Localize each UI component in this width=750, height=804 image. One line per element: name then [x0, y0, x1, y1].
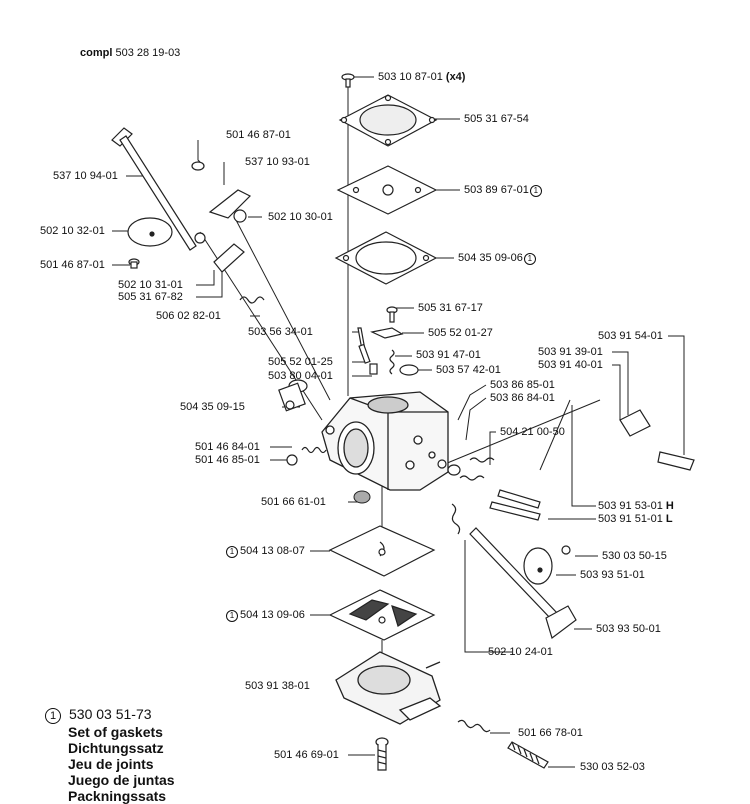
label-limiter-cap: 503 91 54-01: [598, 330, 663, 342]
label-screw-top: 501 46 87-01: [226, 129, 291, 141]
assembly-title: compl 503 28 19-03: [80, 47, 180, 59]
label-spring-metering: 503 91 47-01: [416, 349, 481, 361]
label-filter-screen: 501 66 61-01: [261, 496, 326, 508]
label-choke-plate: 503 93 51-01: [580, 569, 645, 581]
label-seal-b: 503 86 84-01: [490, 392, 555, 404]
label-idle-screw: 530 03 52-03: [580, 761, 645, 773]
label-choke-shaft: 502 10 24-01: [488, 646, 553, 658]
label-body-ref: 503 80 04-01: [268, 370, 333, 382]
label-ball: 501 46 85-01: [195, 454, 260, 466]
label-washer: 530 03 50-15: [602, 550, 667, 562]
label-choke-spring: 501 66 78-01: [518, 727, 583, 739]
label-bushing: 502 10 30-01: [268, 211, 333, 223]
label-screw-bottom: 501 46 69-01: [274, 749, 339, 761]
legend-translation: Packningssats: [68, 788, 167, 804]
label-lever-a: 502 10 31-01: [118, 279, 183, 291]
label-spring-idle: 501 46 84-01: [195, 441, 260, 453]
legend-translation: Set of gaskets: [68, 724, 163, 740]
label-throttle-plate: 502 10 32-01: [40, 225, 105, 237]
label-screw-throttle: 501 46 87-01: [40, 259, 105, 271]
assembly-prefix: compl: [80, 47, 113, 59]
label-lever-b: 505 31 67-82: [118, 291, 183, 303]
assembly-number: 503 28 19-03: [115, 47, 181, 59]
label-pin: 505 52 01-25: [268, 356, 333, 368]
label-needle-h: 503 91 53-01 H: [598, 500, 674, 512]
label-pump-body: 503 91 38-01: [245, 680, 310, 692]
label-screw-x4: 503 10 87-01 (x4): [378, 71, 466, 83]
legend-translation: Dichtungssatz: [68, 740, 164, 756]
label-needle-l: 503 91 51-01 L: [598, 513, 673, 525]
label-plug-cap: 503 57 42-01: [436, 364, 501, 376]
label-seal-a: 503 86 85-01: [490, 379, 555, 391]
label-lever-metering: 505 52 01-27: [428, 327, 493, 339]
legend-translation: Jeu de joints: [68, 756, 154, 772]
label-fitting-side: 504 35 09-15: [180, 401, 245, 413]
label-spring-pair: 504 21 00-50: [500, 426, 565, 438]
label-lever-bracket: 537 10 93-01: [245, 156, 310, 168]
label-spring-throttle: 506 02 82-01: [156, 310, 221, 322]
label-choke-lever: 503 93 50-01: [596, 623, 661, 635]
label-limiter-b: 503 91 40-01: [538, 359, 603, 371]
label-needle: 503 56 34-01: [248, 326, 313, 338]
label-throttle-shaft: 537 10 94-01: [53, 170, 118, 182]
label-cover: 505 31 67-54: [464, 113, 529, 125]
label-limiter-a: 503 91 39-01: [538, 346, 603, 358]
label-screw-metering: 505 31 67-17: [418, 302, 483, 314]
legend-translation: Juego de juntas: [68, 772, 175, 788]
